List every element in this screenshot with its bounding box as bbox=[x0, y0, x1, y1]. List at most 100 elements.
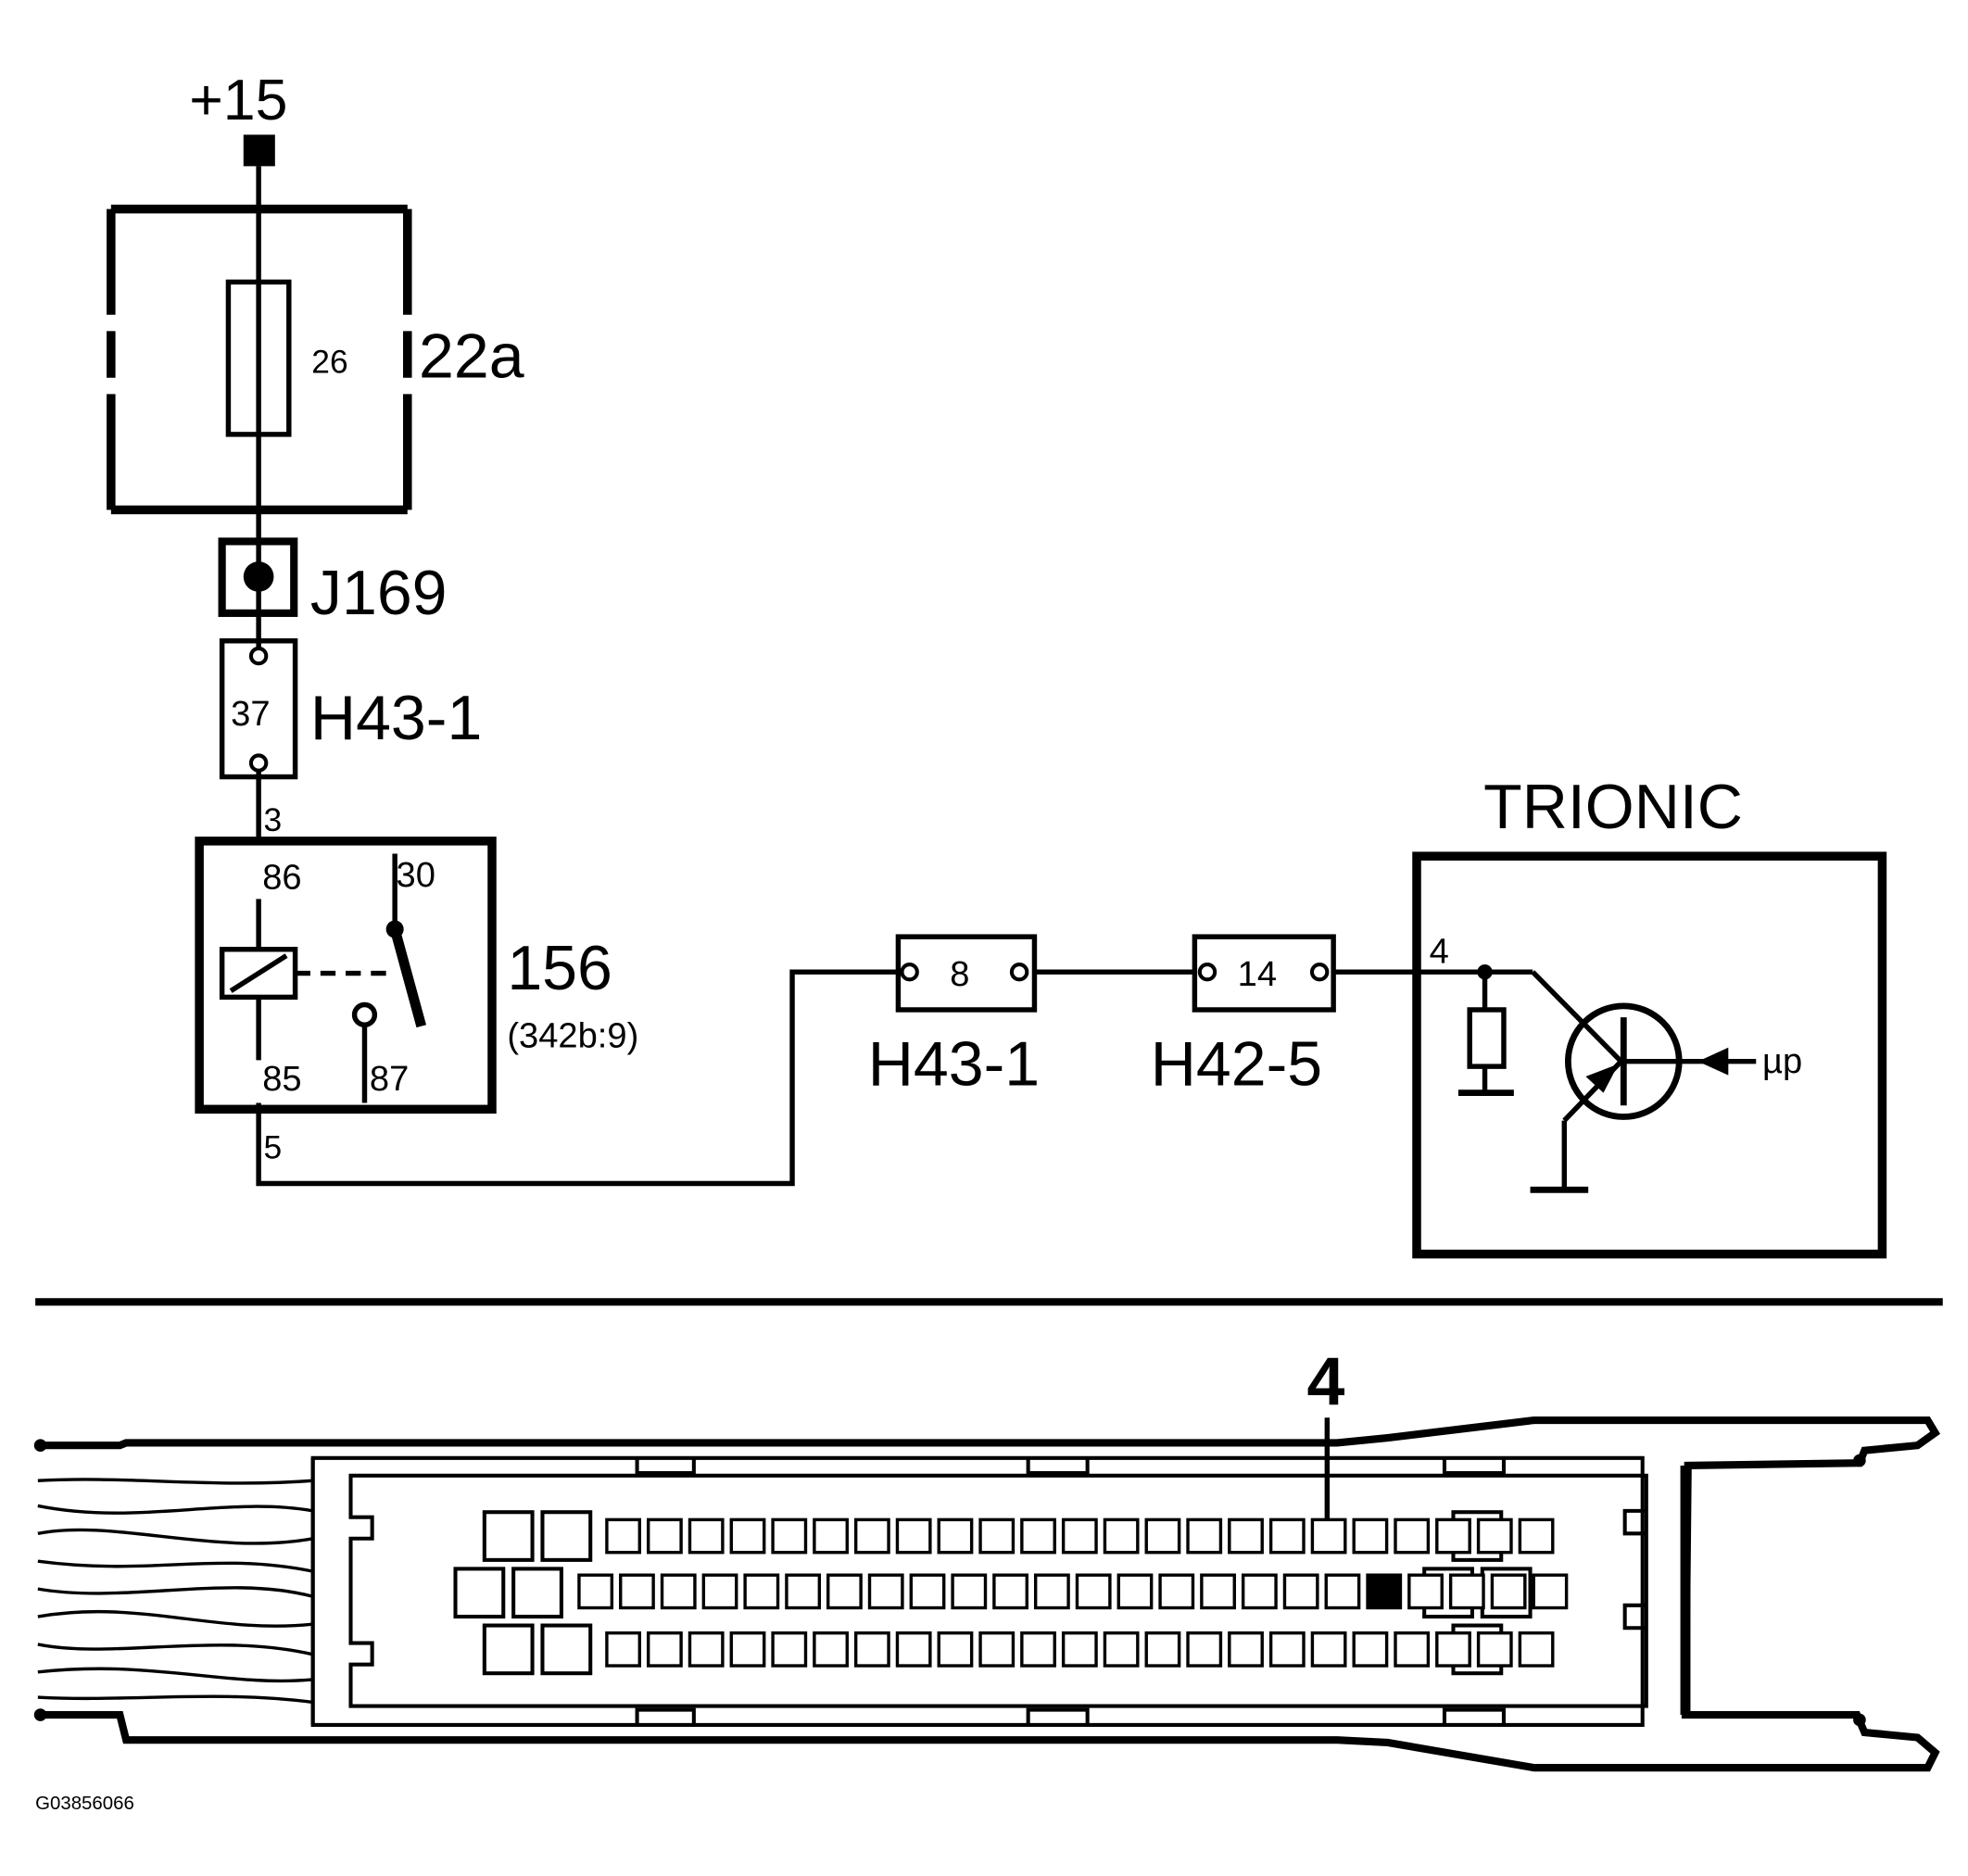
wire-bundle bbox=[37, 1457, 315, 1725]
connector-label: H43-1 bbox=[310, 683, 482, 753]
pin-cavity bbox=[1268, 1631, 1306, 1668]
pin-callout-label: 4 bbox=[1307, 1344, 1345, 1420]
pin-cavity bbox=[1061, 1517, 1098, 1555]
connector-label: H43-1 bbox=[868, 1029, 1040, 1100]
relay-switch-arm bbox=[389, 927, 427, 1028]
pin-cavity bbox=[1200, 1573, 1236, 1610]
connector-housing bbox=[40, 1416, 1941, 1772]
relay-156: 86 30 85 87 156 (342b:9) bbox=[195, 837, 638, 1114]
pin-cavity bbox=[1186, 1517, 1223, 1555]
connector-pin: 8 bbox=[950, 955, 969, 994]
pin-cavity bbox=[1144, 1517, 1181, 1555]
relay-pin-85: 85 bbox=[262, 1060, 301, 1099]
ecu-resistor bbox=[1467, 1007, 1507, 1069]
pin-cavity bbox=[1228, 1517, 1264, 1555]
junction-dot bbox=[243, 561, 274, 592]
pin-cavity bbox=[937, 1631, 974, 1668]
pin-cavity bbox=[605, 1631, 642, 1668]
pin-cavity bbox=[1186, 1631, 1223, 1668]
pin-cavity bbox=[1324, 1573, 1361, 1610]
pin-cavity bbox=[1033, 1573, 1070, 1610]
pin-cavity bbox=[646, 1517, 683, 1555]
pin-cavity bbox=[1228, 1631, 1264, 1668]
pin-cavity bbox=[701, 1573, 738, 1610]
pin-cavity bbox=[1020, 1631, 1056, 1668]
pin-cavity bbox=[1310, 1517, 1347, 1555]
pin-cavity bbox=[1448, 1573, 1485, 1610]
pin-cavity bbox=[1310, 1631, 1347, 1668]
pin-cavity bbox=[1435, 1517, 1471, 1555]
pin-cavity bbox=[867, 1573, 904, 1610]
pin-cavity bbox=[1394, 1517, 1431, 1555]
pin-cavity bbox=[743, 1573, 780, 1610]
pin-cavity bbox=[909, 1573, 946, 1610]
circuit-schematic: +15 26 22a J169 bbox=[107, 68, 1887, 1259]
pin-cavity bbox=[1061, 1631, 1098, 1668]
wire-label-3: 3 bbox=[264, 802, 283, 838]
pin-cavity bbox=[1518, 1631, 1555, 1668]
pin-cavity bbox=[646, 1631, 683, 1668]
figure-id: G03856066 bbox=[35, 1794, 134, 1814]
pin-cavity bbox=[1490, 1573, 1527, 1610]
pin-cavity bbox=[1518, 1517, 1555, 1555]
pin-cavity bbox=[771, 1517, 808, 1555]
relay-contact-87 bbox=[351, 1001, 378, 1027]
pin-cavity bbox=[729, 1631, 766, 1668]
pin-cavity bbox=[1158, 1573, 1195, 1610]
pin-cavity bbox=[1075, 1573, 1112, 1610]
pin-cavity bbox=[992, 1573, 1028, 1610]
pin-grid bbox=[577, 1517, 1569, 1668]
ecu-input-label: µp bbox=[1762, 1042, 1802, 1081]
relay-pin-86: 86 bbox=[262, 859, 301, 898]
pin-cavity bbox=[853, 1631, 890, 1668]
pin-cavity bbox=[1020, 1517, 1056, 1555]
pin-cavity bbox=[1268, 1517, 1306, 1555]
fusebox-label: 22a bbox=[419, 321, 524, 392]
pin-cavity bbox=[619, 1573, 655, 1610]
pin-cavity bbox=[978, 1631, 1016, 1668]
pin-cavity bbox=[785, 1573, 822, 1610]
pin-cavity bbox=[1352, 1631, 1389, 1668]
relay-pin-30: 30 bbox=[397, 856, 435, 895]
pin-cavity bbox=[951, 1573, 988, 1610]
pin-cavity bbox=[729, 1517, 766, 1555]
pin-cavity bbox=[1241, 1573, 1278, 1610]
pin-cavity bbox=[1532, 1573, 1569, 1610]
wire-label-5: 5 bbox=[264, 1129, 283, 1165]
pin-cavity bbox=[1282, 1573, 1319, 1610]
pin-cavity bbox=[895, 1517, 932, 1555]
ecu-label: TRIONIC bbox=[1483, 772, 1743, 842]
pin-cavity bbox=[1116, 1573, 1154, 1610]
pin-cavity bbox=[978, 1517, 1016, 1555]
fuse-number: 26 bbox=[311, 344, 347, 380]
pin-cavity bbox=[1476, 1631, 1513, 1668]
supply-label: +15 bbox=[189, 68, 287, 132]
wire-relay-to-h43-1 bbox=[256, 969, 899, 1187]
pin-cavity bbox=[895, 1631, 932, 1668]
junction-label: J169 bbox=[310, 558, 448, 628]
ecu-pin-label: 4 bbox=[1430, 933, 1449, 972]
pin-cavity bbox=[577, 1573, 614, 1610]
pin-cavity bbox=[813, 1631, 849, 1668]
pin-cavity-highlighted bbox=[1366, 1573, 1403, 1610]
pin-cavity bbox=[1407, 1573, 1444, 1610]
pin-cavity bbox=[1352, 1517, 1389, 1555]
pin-cavity bbox=[1103, 1517, 1140, 1555]
supply-terminal bbox=[243, 134, 275, 167]
ecu-trionic: TRIONIC µp bbox=[1412, 772, 1887, 1259]
pin-cavity bbox=[826, 1573, 863, 1610]
connector-label: H42-5 bbox=[1151, 1029, 1322, 1100]
pin-cavity bbox=[771, 1631, 808, 1668]
pin-cavity bbox=[660, 1573, 697, 1610]
pin-cavity bbox=[1144, 1631, 1181, 1668]
relay-pin-87: 87 bbox=[370, 1060, 409, 1099]
relay-label: 156 bbox=[507, 933, 612, 1003]
pin-cavity bbox=[813, 1517, 849, 1555]
pin-cavity bbox=[1394, 1631, 1431, 1668]
connector-h43-1-pin-37: 37 H43-1 bbox=[219, 638, 482, 780]
pin-cavity bbox=[605, 1517, 642, 1555]
pin-cavity bbox=[853, 1517, 890, 1555]
connector-pin-carrier bbox=[348, 1473, 1648, 1708]
connector-h43-1-pin-8: 8 H43-1 bbox=[868, 934, 1040, 1100]
